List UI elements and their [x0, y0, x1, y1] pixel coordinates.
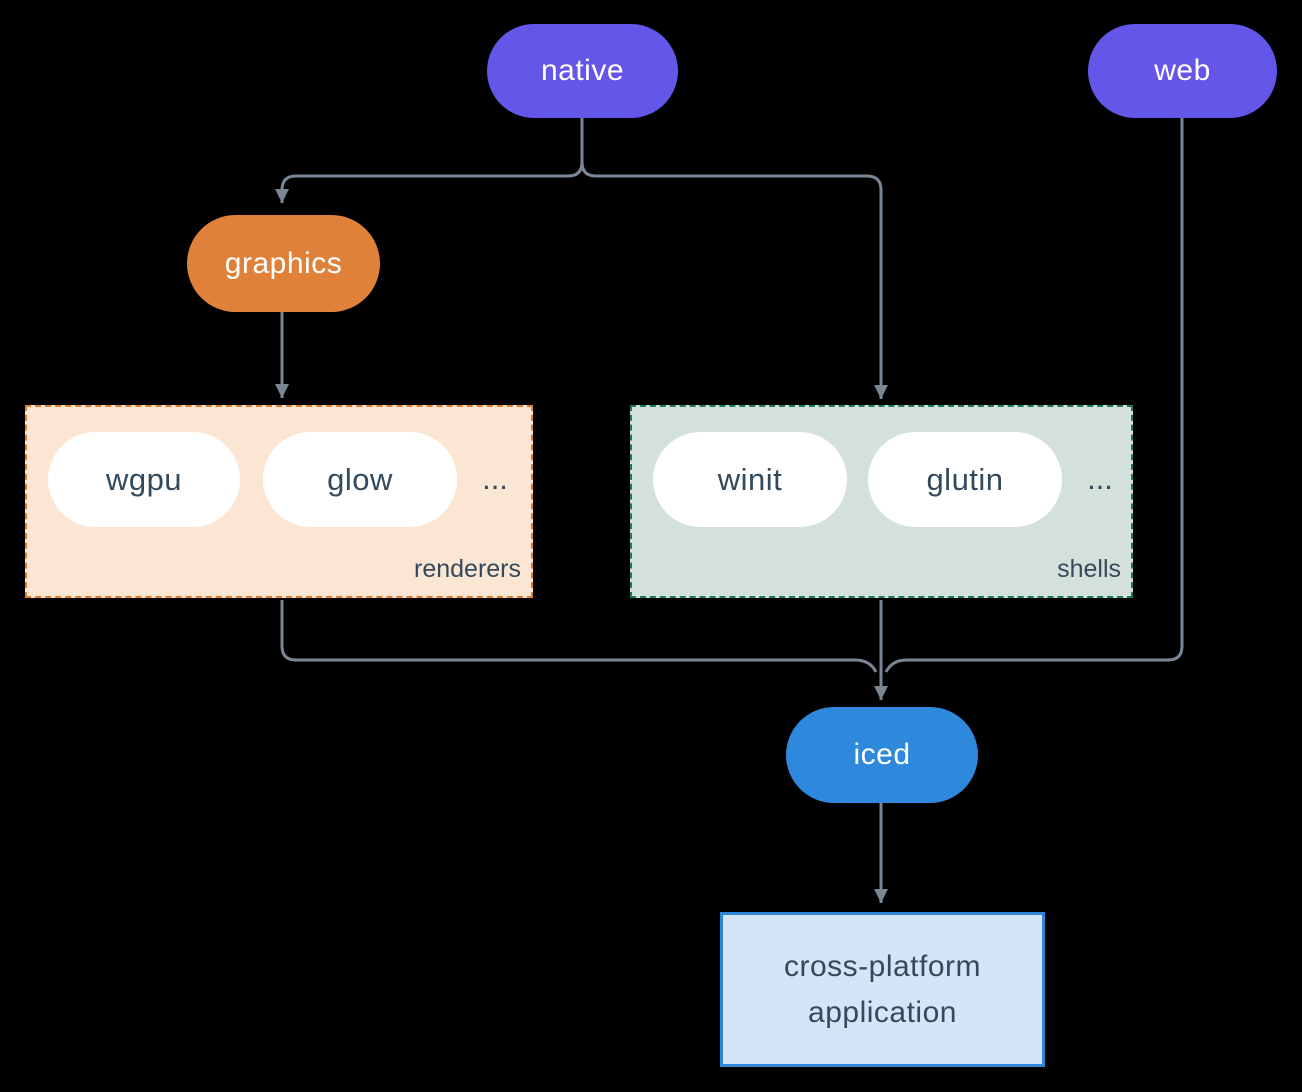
- edge-native-to-shells: [580, 118, 888, 399]
- node-wgpu: wgpu: [48, 432, 240, 527]
- node-cross-platform-application: cross-platform application: [720, 912, 1045, 1067]
- shells-group-label: shells: [1057, 555, 1121, 583]
- edge-web-to-iced: [884, 118, 1184, 673]
- group-renderers: wgpu glow ... renderers: [25, 405, 533, 598]
- node-glutin: glutin: [868, 432, 1062, 527]
- node-native: native: [487, 24, 678, 118]
- node-winit: winit: [653, 432, 847, 527]
- node-web: web: [1088, 24, 1277, 118]
- node-graphics: graphics: [187, 215, 380, 312]
- app-label-line-1: cross-platform: [783, 949, 982, 983]
- edge-renderers-to-iced: [280, 600, 878, 673]
- shells-ellipsis: ...: [1087, 461, 1113, 496]
- renderers-group-label: renderers: [414, 555, 521, 583]
- renderers-ellipsis: ...: [482, 461, 508, 496]
- edge-native-to-graphics: [275, 118, 584, 203]
- node-glow: glow: [263, 432, 457, 527]
- group-shells: winit glutin ... shells: [630, 405, 1133, 598]
- node-iced: iced: [786, 707, 978, 803]
- app-label-line-2: application: [808, 995, 957, 1029]
